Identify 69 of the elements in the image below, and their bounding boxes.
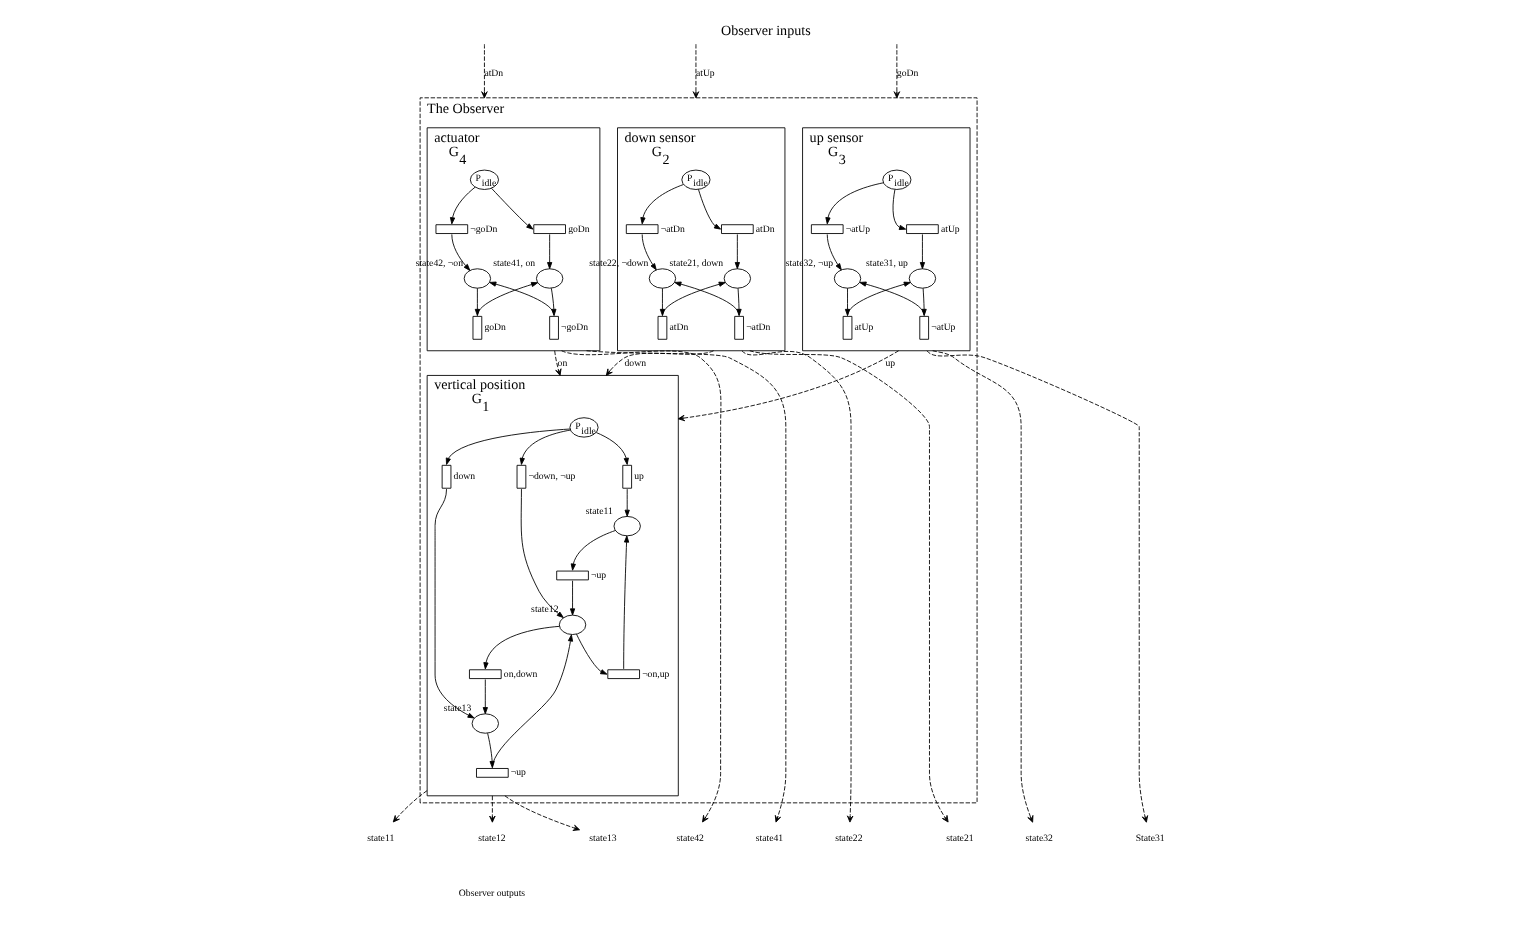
arrow: [449, 186, 476, 225]
node-circle: [648, 268, 677, 289]
arrow: [749, 350, 949, 823]
node-bar: [906, 224, 939, 234]
arrow: [624, 488, 630, 517]
arrow: [482, 679, 488, 715]
arrow: [570, 530, 616, 571]
node-circle: [723, 268, 752, 289]
node-bar: [476, 768, 509, 778]
arrow: [919, 234, 926, 270]
arrow: [520, 488, 564, 619]
arrow: [641, 234, 657, 271]
node-bar: [622, 464, 633, 489]
arrow: [561, 350, 722, 823]
node-bar: [919, 315, 930, 340]
node-circle: [471, 713, 499, 734]
node-bar: [734, 315, 744, 340]
node-bar: [657, 315, 668, 340]
node-bar: [810, 224, 844, 234]
node-bar: [516, 464, 527, 489]
node-circle: [536, 268, 564, 289]
arrow: [605, 350, 714, 376]
node-bar: [472, 315, 483, 340]
arrow: [741, 350, 854, 823]
node-bar: [435, 224, 469, 234]
arrow: [926, 350, 1149, 823]
arrow: [847, 281, 911, 316]
node-bar: [441, 464, 452, 489]
node-bar: [556, 570, 589, 581]
arrow: [734, 234, 740, 270]
arrow: [451, 234, 471, 271]
arrow: [640, 184, 684, 225]
arrow: [697, 188, 722, 230]
arrow: [483, 625, 560, 670]
node-bar: [533, 224, 566, 234]
arrow: [504, 795, 581, 831]
node-bar: [842, 315, 853, 340]
arrow: [586, 350, 787, 823]
arrow: [576, 633, 608, 675]
arrow: [519, 429, 571, 465]
arrow: [892, 189, 907, 230]
arrow: [859, 281, 925, 316]
arrow: [662, 281, 726, 316]
arrow: [434, 488, 475, 719]
node-circle: [558, 614, 587, 635]
arrow: [392, 790, 428, 823]
arrow: [932, 350, 1034, 823]
node-bar: [549, 315, 559, 340]
node-circle: [908, 268, 937, 289]
arrow: [445, 428, 571, 465]
arrow: [844, 287, 851, 316]
node-bar: [721, 224, 754, 234]
node-bar: [607, 669, 640, 680]
arrow: [491, 187, 534, 230]
node-circle: [463, 268, 492, 289]
arrow: [489, 795, 496, 823]
arrow: [547, 234, 553, 270]
arrow: [677, 350, 900, 422]
arrow: [623, 535, 630, 670]
node-circle: [833, 268, 862, 289]
arrow: [921, 287, 927, 316]
arrow: [825, 182, 884, 225]
arrow: [569, 580, 576, 616]
arrow: [554, 350, 562, 376]
node-circle: [613, 516, 641, 537]
node-bar: [469, 669, 502, 680]
arrow: [595, 432, 629, 465]
node-bar: [625, 224, 659, 234]
arrow: [826, 234, 842, 271]
